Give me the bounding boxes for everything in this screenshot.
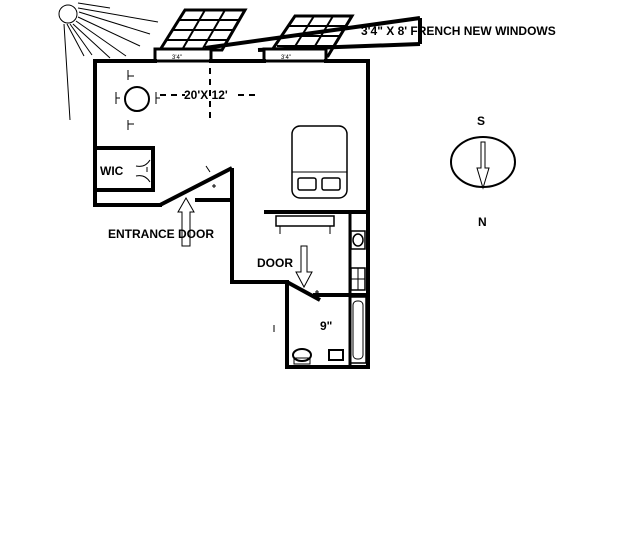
compass-icon	[450, 136, 516, 190]
window-left: 3'4"	[153, 47, 213, 63]
entrance-arrow-icon	[177, 196, 195, 247]
bath-door-swing	[273, 280, 321, 332]
sun-icon	[58, 2, 159, 121]
solar-panel-left-icon	[157, 8, 248, 52]
bath-label: 9"	[320, 319, 332, 333]
dimension-crosshair	[160, 68, 260, 122]
window-right-tag: 3'4"	[281, 55, 291, 61]
window-right: 3'4"	[262, 47, 328, 63]
entrance-label: ENTRANCE DOOR	[108, 227, 214, 241]
toilet-icon	[292, 348, 312, 365]
bath-sink-icon	[328, 349, 344, 361]
counter-icon	[275, 215, 335, 234]
entrance-wall	[159, 165, 234, 207]
room-dimension-label: 20'X 12'	[184, 88, 228, 102]
walk-in-closet	[93, 146, 155, 192]
compass-north-label: N	[478, 215, 487, 229]
door-arrow-icon	[295, 245, 313, 289]
window-left-tag: 3'4"	[172, 55, 182, 61]
sink-icon	[350, 230, 366, 250]
bathtub-icon	[349, 296, 367, 364]
compass-south-label: S	[477, 114, 485, 128]
vanity-icon	[350, 267, 366, 291]
windows-label: 3'4" X 8' FRENCH NEW WINDOWS	[361, 24, 556, 38]
door-label: DOOR	[257, 256, 293, 270]
walls	[93, 59, 370, 369]
bed-icon	[291, 125, 348, 199]
table-icon	[115, 70, 160, 130]
closet-label: WIC	[100, 164, 124, 178]
